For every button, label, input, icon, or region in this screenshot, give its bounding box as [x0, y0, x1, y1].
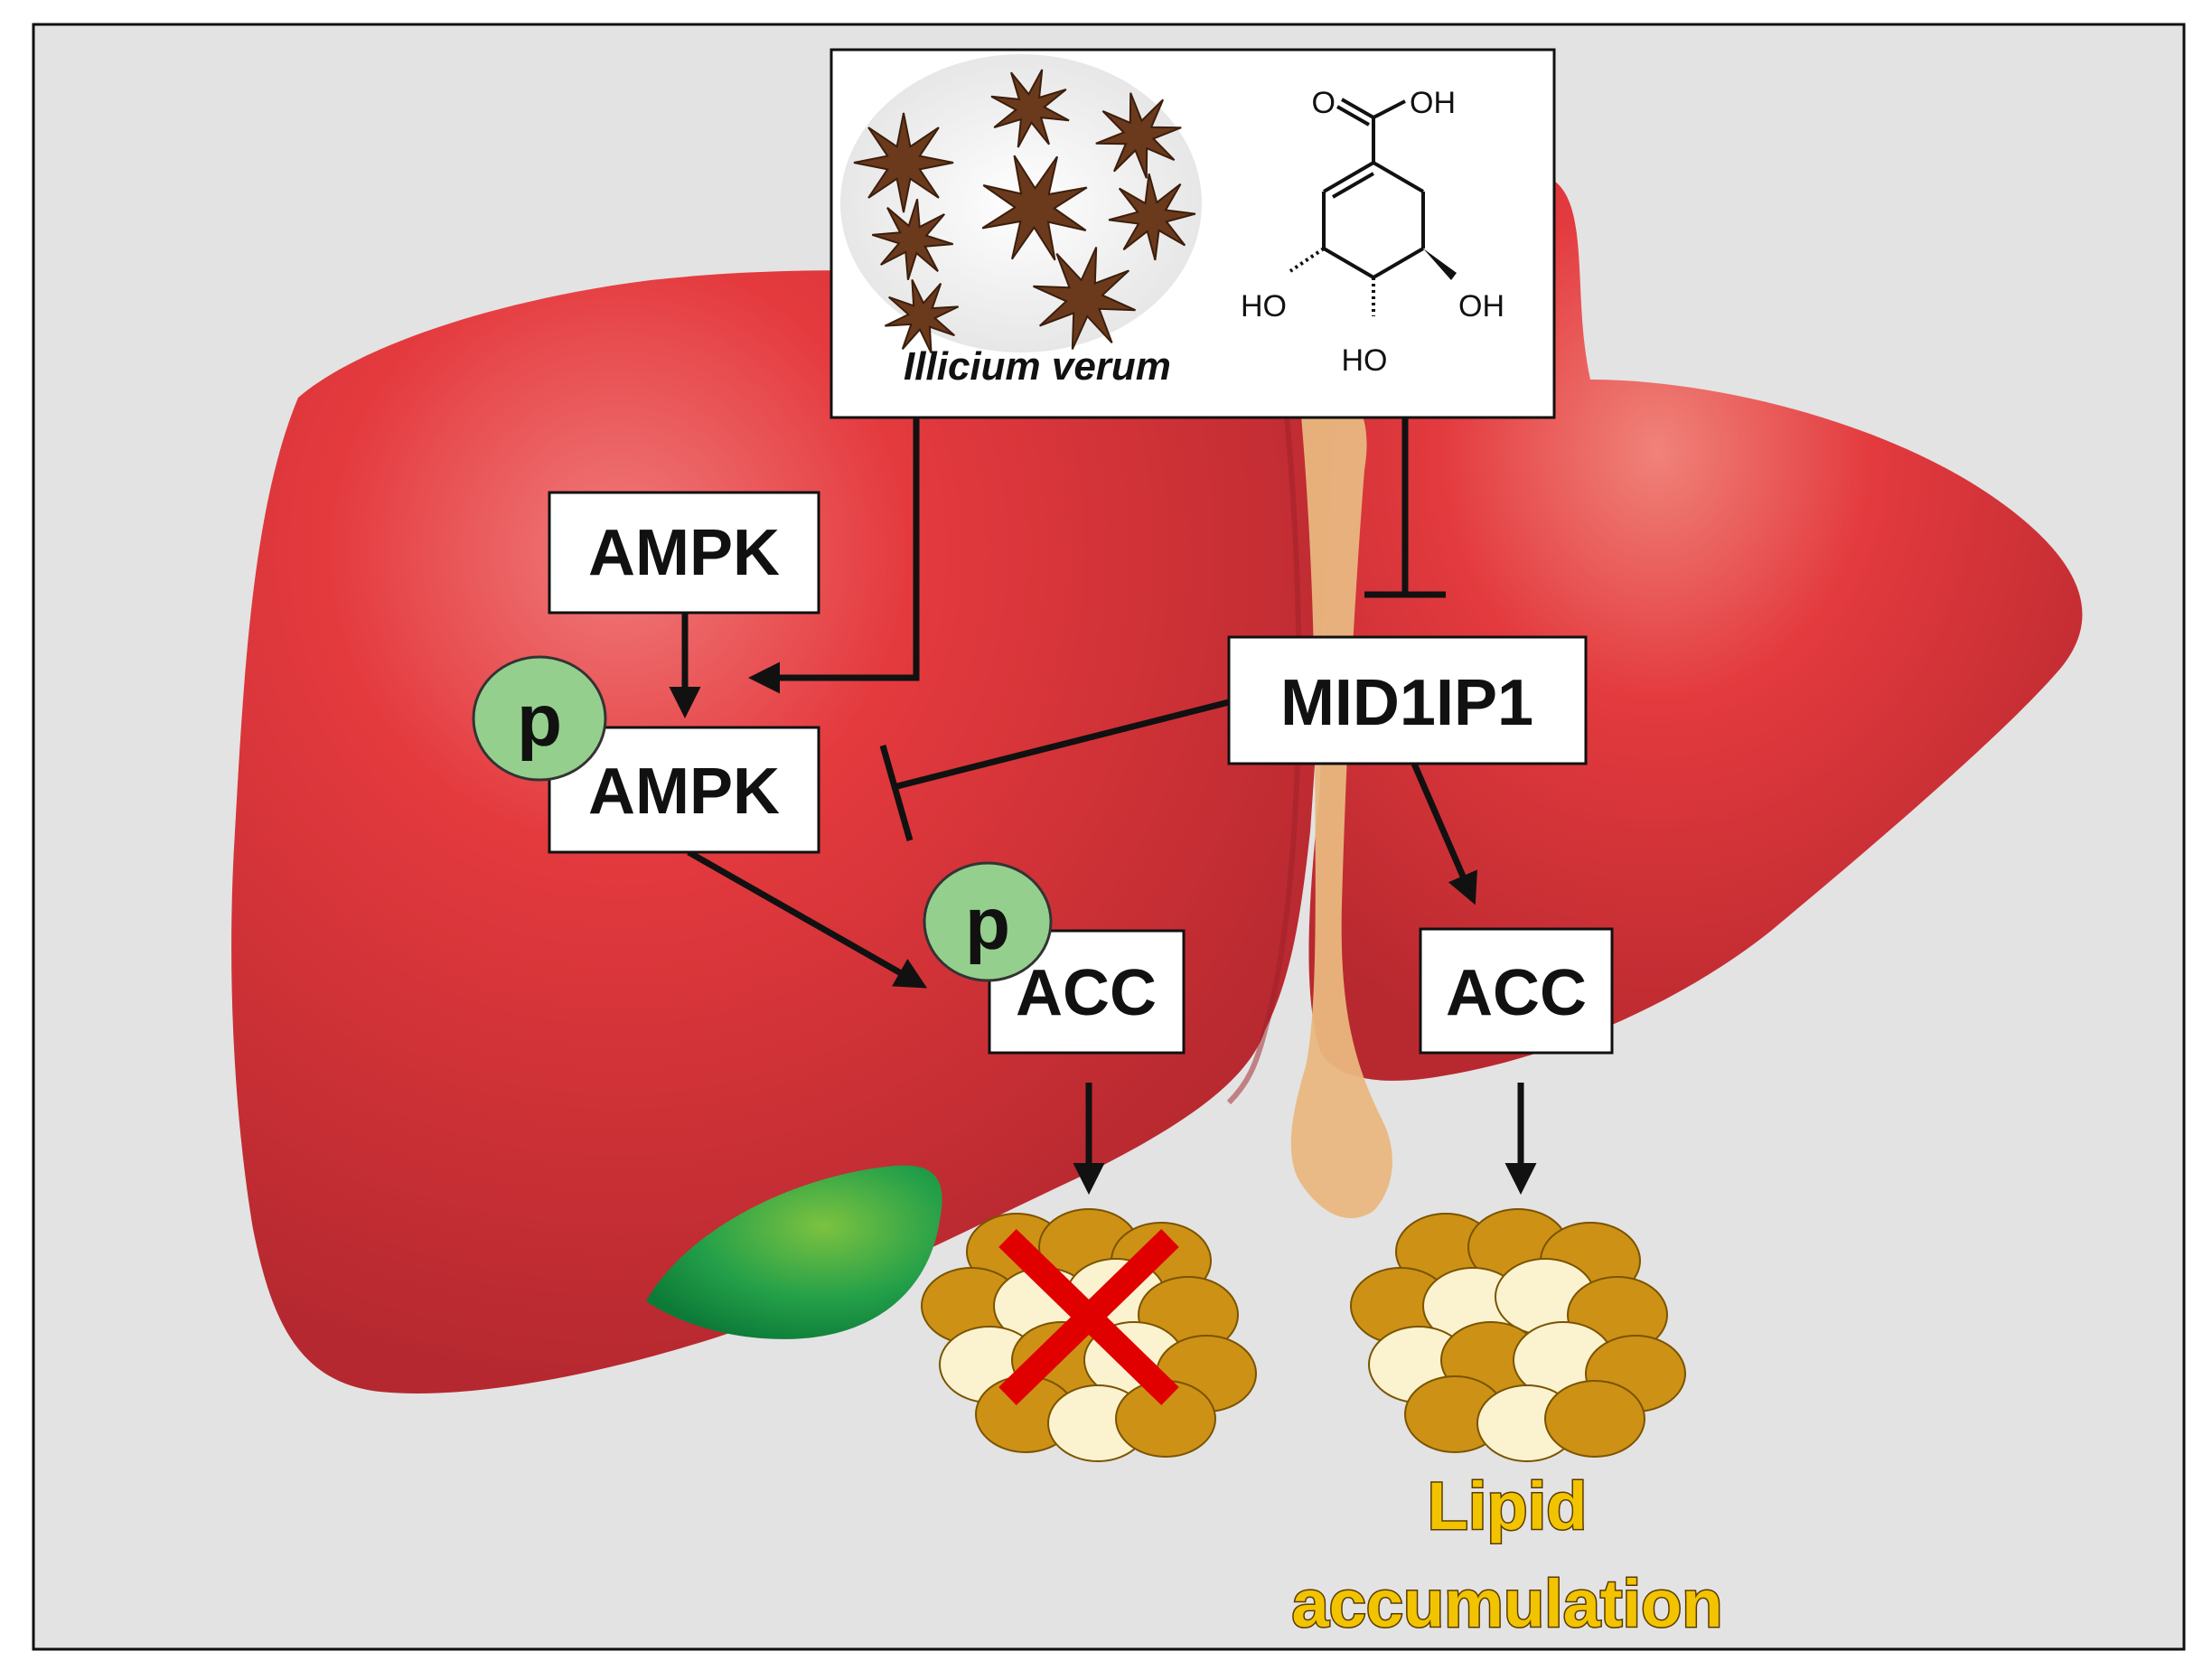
inhibition-bar-pampk: [879, 745, 914, 841]
star-anise-pod: [884, 278, 960, 354]
star-anise-pod: [1095, 92, 1182, 179]
node-acc-phospho-label: ACC: [1016, 957, 1157, 1029]
source-panel: Illicium verum O: [830, 48, 1556, 419]
activation-arrow-mid1ip1-to-acc: [1411, 762, 1477, 905]
lipid-label-line1: Lipid: [1428, 1468, 1588, 1543]
activation-arrow-source-to-pampk: [748, 418, 920, 694]
gallbladder-icon: [646, 1165, 942, 1339]
chem-label-o: O: [1312, 86, 1336, 120]
bile-duct-icon: [1290, 380, 1392, 1219]
node-ampk-phospho-label: AMPK: [588, 755, 780, 828]
star-anise-pod: [1108, 173, 1196, 261]
lipid-label-line2: accumulation: [1292, 1566, 1723, 1641]
star-anise-pod: [981, 155, 1088, 261]
star-anise-icon: [840, 54, 1202, 354]
star-anise-pod: [1033, 247, 1136, 350]
phospho-circle-acc: [923, 861, 1053, 982]
chem-label-bottom-oh: HO: [1342, 343, 1388, 378]
node-mid1ip1: MID1IP1: [1227, 635, 1588, 765]
node-ampk-phospho: AMPK p: [472, 655, 820, 854]
inhibition-line-mid1ip1-to-pampk: [896, 699, 1230, 790]
lipid-droplet-icon-right: [1350, 1208, 1686, 1462]
shikimic-acid-structure-icon: O OH HO OH HO: [1241, 86, 1504, 378]
connectors: [669, 418, 1537, 1195]
node-acc-right: ACC: [1419, 927, 1614, 1055]
phospho-label-ampk: p: [517, 680, 562, 762]
red-x-icon: [998, 1228, 1179, 1406]
species-label: Illicium verum: [904, 344, 1171, 389]
activation-arrow-pampk-to-pacc: [687, 849, 928, 989]
node-ampk-top: AMPK: [548, 491, 820, 615]
lipid-droplet: [1544, 1380, 1645, 1458]
phospho-circle-ampk: [472, 655, 607, 782]
phospho-label-acc: p: [965, 883, 1010, 965]
chem-label-left-oh: HO: [1241, 289, 1287, 324]
node-acc-phospho: ACC p: [923, 861, 1186, 1055]
node-mid1ip1-label: MID1IP1: [1280, 667, 1533, 739]
chem-label-acid-oh: OH: [1410, 86, 1456, 120]
star-anise-pod: [990, 69, 1070, 148]
node-acc-right-label: ACC: [1446, 957, 1587, 1029]
star-anise-pod: [853, 112, 954, 213]
node-ampk-top-label: AMPK: [588, 517, 780, 589]
star-anise-pod: [871, 198, 954, 281]
chem-label-right-oh: OH: [1458, 289, 1504, 324]
